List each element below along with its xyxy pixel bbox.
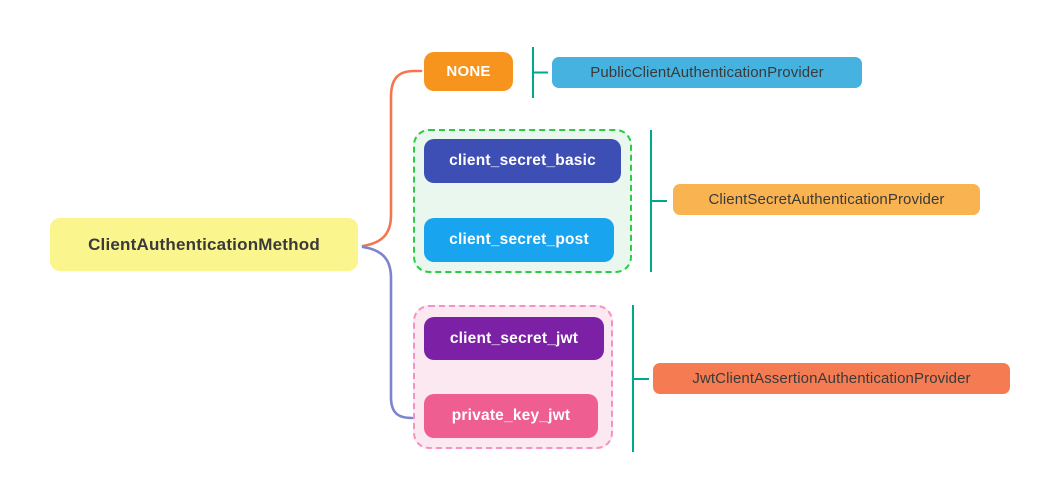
bracket-secret-provider [650, 130, 667, 272]
node-client-secret-authentication-provider: ClientSecretAuthenticationProvider [673, 184, 980, 215]
node-client-authentication-method: ClientAuthenticationMethod [50, 218, 358, 271]
edge-root-to-none [361, 69, 423, 248]
bracket-public-provider [532, 47, 548, 98]
node-client-secret-basic: client_secret_basic [424, 139, 621, 183]
node-client-secret-jwt: client_secret_jwt [424, 317, 604, 360]
bracket-jwt-provider [632, 305, 649, 452]
node-jwt-client-assertion-authentication-provider: JwtClientAssertionAuthenticationProvider [653, 363, 1010, 394]
node-none: NONE [424, 52, 513, 91]
edge-root-to-jwt-group [361, 245, 414, 420]
node-private-key-jwt: private_key_jwt [424, 394, 598, 438]
node-public-client-authentication-provider: PublicClientAuthenticationProvider [552, 57, 862, 88]
node-client-secret-post: client_secret_post [424, 218, 614, 262]
